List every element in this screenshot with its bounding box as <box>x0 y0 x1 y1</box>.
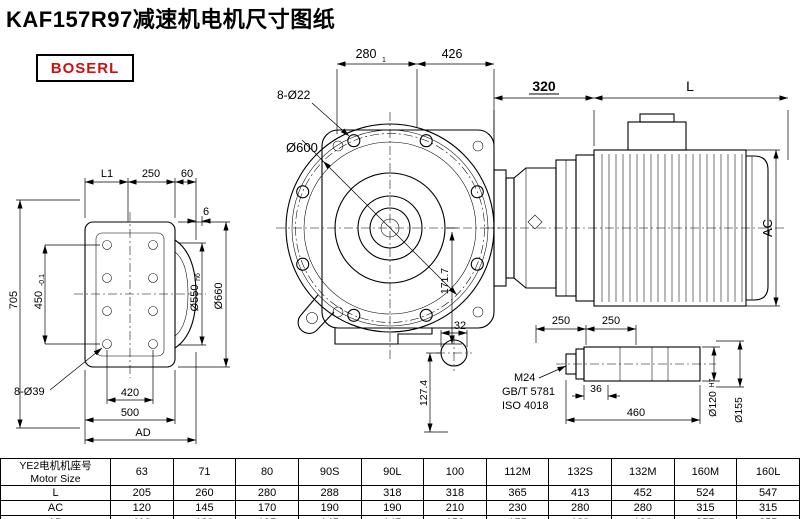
dim-cell: 255 <box>673 515 738 519</box>
size-col-header: 132M <box>611 458 675 486</box>
dim-705: 705 <box>8 291 20 309</box>
dim-cell: 288 <box>297 485 362 501</box>
dim-d155: Ø155 <box>733 397 745 423</box>
size-col-header: 80 <box>235 458 299 486</box>
dim-280-tolerance: 1 <box>382 57 386 64</box>
dim-cell: 318 <box>423 485 487 501</box>
dim-250: 250 <box>142 168 160 180</box>
dim-cell: 315 <box>736 500 800 516</box>
motor-dimension-table: YE2电机机座号 Motor Size 63 71 80 90S 90L 100… <box>0 458 800 519</box>
dim-460: 460 <box>627 407 645 419</box>
motor-size-header-en: Motor Size <box>30 472 81 485</box>
size-col-header: 100 <box>423 458 487 486</box>
dim-280: 280 <box>356 47 377 61</box>
size-col-header: 132S <box>548 458 612 486</box>
dim-cell: 120 <box>110 500 174 516</box>
dim-d550-fit: h6 <box>195 273 202 281</box>
dim-ad: AD <box>135 427 150 439</box>
dim-cell: 255 <box>736 515 800 519</box>
size-col-header: 160L <box>736 458 800 486</box>
page-title: KAF157R97减速机电机尺寸图纸 <box>6 7 336 32</box>
dim-d660: Ø660 <box>213 283 225 310</box>
dim-cell: 155 <box>485 515 550 519</box>
dim-cell: 365 <box>485 485 550 501</box>
dim-450: 450 <box>33 291 45 309</box>
dim-cell: 280 <box>611 500 675 516</box>
table-header-row: YE2电机机座号 Motor Size 63 71 80 90S 90L 100… <box>0 458 800 486</box>
dim-cell: 280 <box>548 500 612 516</box>
motor-side-view: 320 L AC <box>486 78 789 307</box>
dim-cell: 524 <box>673 485 738 501</box>
dim-cell: 180 <box>548 515 612 519</box>
dim-cell: 145 <box>172 500 237 516</box>
dim-cell: 150 <box>423 515 487 519</box>
dim-d120-fit: H7 <box>709 378 716 387</box>
dim-320: 320 <box>532 78 556 94</box>
dim-d120: Ø120 <box>707 391 719 417</box>
table-row-ac: AC 120 145 170 190 190 210 230 280 280 3… <box>0 500 800 516</box>
dim-cell: 413 <box>548 485 612 501</box>
row-label: AC <box>0 500 111 516</box>
dim-cell: 145 <box>297 515 362 519</box>
dim-l1: L1 <box>101 168 113 180</box>
dim-171-7: 171.7 <box>439 268 451 294</box>
dim-cell: 205 <box>110 485 174 501</box>
dim-cell: 315 <box>673 500 738 516</box>
boserl-logo-box: BOSERL <box>36 54 134 82</box>
dim-cell: 280 <box>235 485 299 501</box>
dim-cell: 130 <box>172 515 237 519</box>
dim-cell: 210 <box>423 500 487 516</box>
size-col-header: 71 <box>172 458 237 486</box>
dim-length-l: L <box>686 78 694 94</box>
note-gbt-5781: GB/T 5781 <box>502 386 555 398</box>
dim-450-tolerance: -0.1 <box>39 274 46 286</box>
motor-size-header-cn: YE2电机机座号 <box>19 459 92 472</box>
dim-8xd39: 8-Ø39 <box>14 386 45 398</box>
dim-cell: 190 <box>360 500 425 516</box>
dim-d550: Ø550 <box>189 285 201 312</box>
dim-cell: 318 <box>360 485 425 501</box>
dim-60: 60 <box>181 168 193 180</box>
dim-cell: 547 <box>736 485 800 501</box>
dim-32: 32 <box>454 320 466 332</box>
size-col-header: 90L <box>360 458 425 486</box>
note-m24: M24 <box>514 372 535 384</box>
dim-127-4: 127.4 <box>418 380 430 406</box>
boserl-logo-text: BOSERL <box>50 59 120 77</box>
table-row-ad: AD 110 130 135 145 145 150 155 180 180 2… <box>0 515 800 519</box>
row-label: L <box>0 485 111 501</box>
dim-cell: 110 <box>110 515 174 519</box>
dim-250-right: 250 <box>602 315 620 327</box>
dim-cell: 145 <box>360 515 425 519</box>
dim-ac: AC <box>760 219 775 237</box>
table-row-l: L 205 260 280 288 318 318 365 413 452 52… <box>0 485 800 501</box>
note-iso-4018: ISO 4018 <box>502 400 548 412</box>
shaft-detail-view: 250 250 M24 GB/T 5781 ISO 4018 36 460 Ø1… <box>502 315 745 424</box>
dim-36: 36 <box>590 383 602 395</box>
dim-cell: 170 <box>235 500 299 516</box>
dim-426: 426 <box>442 47 463 61</box>
dim-cell: 230 <box>485 500 550 516</box>
size-col-header: 160M <box>673 458 738 486</box>
dim-8xd22: 8-Ø22 <box>277 88 311 102</box>
dim-cell: 190 <box>297 500 362 516</box>
dim-420: 420 <box>121 387 139 399</box>
front-view: Ø600 8-Ø22 280 1 426 171.7 <box>276 47 504 360</box>
dim-500: 500 <box>121 407 139 419</box>
size-col-header: 112M <box>485 458 550 486</box>
size-col-header: 90S <box>297 458 362 486</box>
shaft-end-view: 32 127.4 <box>418 320 472 433</box>
technical-drawing: L1 250 60 6 705 450 -0.1 420 50 <box>8 47 789 444</box>
dim-cell: 452 <box>611 485 675 501</box>
rear-view: L1 250 60 6 705 450 -0.1 420 50 <box>8 168 230 444</box>
motor-size-header: YE2电机机座号 Motor Size <box>0 458 111 486</box>
dim-d600: Ø600 <box>286 140 318 155</box>
row-label: AD <box>0 515 111 519</box>
dim-cell: 260 <box>172 485 237 501</box>
dim-250-left: 250 <box>552 315 570 327</box>
dim-cell: 135 <box>235 515 299 519</box>
size-col-header: 63 <box>110 458 174 486</box>
dim-cell: 180 <box>611 515 675 519</box>
dim-6: 6 <box>203 206 209 218</box>
